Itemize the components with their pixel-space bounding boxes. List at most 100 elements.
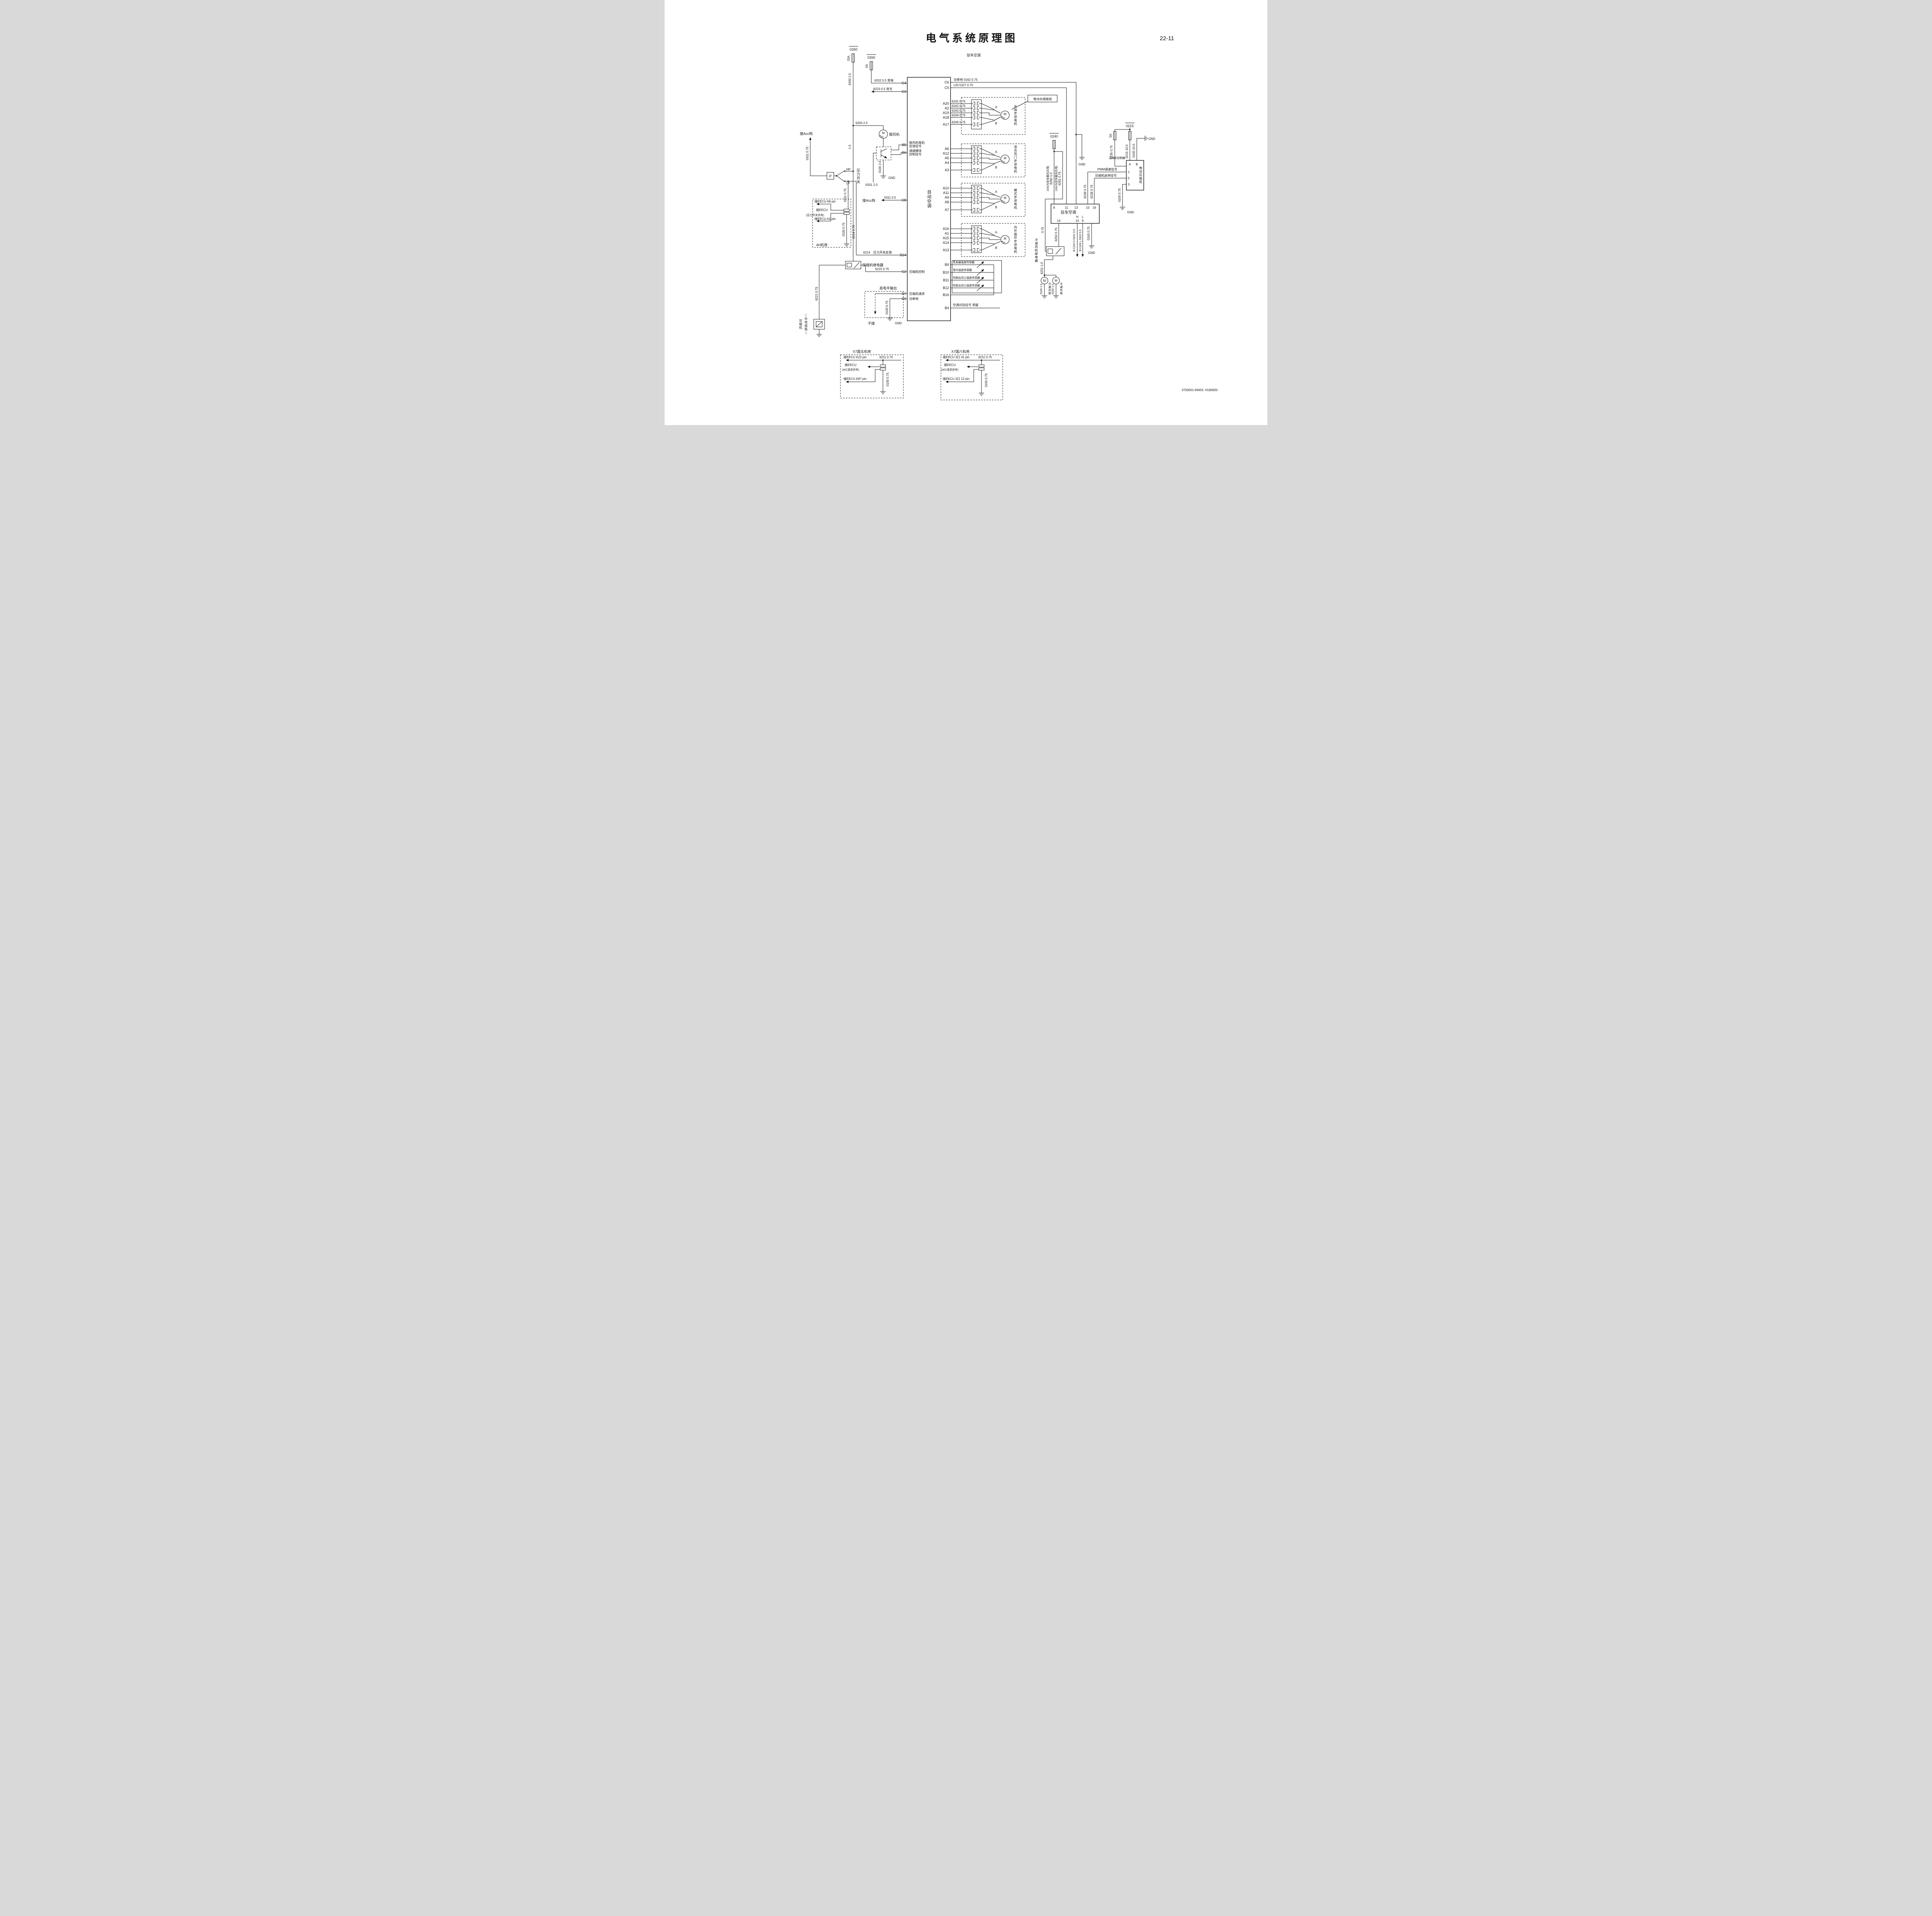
acc1-label: 接Acc档: [800, 131, 813, 136]
fan-relay-name: 冷凝风机继电器: [1035, 238, 1038, 263]
pin-a17: A17: [943, 123, 949, 126]
relay-symbol: [845, 261, 861, 269]
box-title: X7国六机用: [951, 349, 969, 354]
schematic-page: 电气系统原理图 22-11 驻车空调 3700001-94003. H19082…: [665, 0, 1267, 425]
wire-bcan-l: B-CAN L 5322 0.5: [1079, 230, 1082, 252]
wire-6241: 6241 0.75: [952, 100, 966, 103]
terminal-b: B: [995, 122, 997, 125]
label-l: L: [1082, 215, 1084, 219]
wire-0311-05: 0311 0.5: [884, 196, 896, 199]
connector-housing: [971, 99, 982, 129]
gnd-label: GND: [888, 176, 895, 180]
sig2: (A/C请求信号): [941, 368, 958, 371]
pressure-switch-circuit: 接Acc档 0311 0.75 P HP LP 压力开关 6211 0.75 6…: [800, 131, 907, 255]
not-connected-label: 不接: [868, 321, 875, 325]
wire-8223: 8223 0.5 背光: [873, 87, 892, 91]
fuse-0215-symbol: [1128, 131, 1131, 140]
label-h: H: [1076, 215, 1078, 219]
sig1: 接EECU: [944, 363, 956, 367]
connector-housing: [971, 145, 982, 174]
pressure-p: P: [829, 174, 832, 178]
ground-symbol: [1079, 155, 1085, 160]
wire-6261-note: 10A(与驻车暖风共用): [1054, 166, 1058, 191]
fuse2-ref: 0260: [867, 56, 875, 60]
auto-ac-name: 自动空调: [927, 190, 932, 208]
wire-6200-v: 6200 2.5: [848, 73, 852, 85]
motor-m: M: [1004, 112, 1007, 116]
wire-6260-note: 10A(与驻车暖风共用): [1046, 166, 1049, 191]
fan-m: M: [1055, 279, 1058, 282]
blower-circuit: 6200 2.5 M 鼓风机 0100 2.0 GND 6201 2.0: [852, 121, 907, 187]
eecu-a1-label: 接EECU A1 pin: [815, 217, 836, 221]
blower-m: M: [882, 131, 885, 135]
motor-m: M: [1004, 237, 1007, 240]
wire-6251: 6251 1.0: [1040, 262, 1044, 274]
wire-6243: 6243 0.75: [952, 109, 966, 112]
controller-label: 压缩机控制器: [1109, 156, 1125, 160]
pressure-switch-name: 压力开关: [856, 168, 860, 184]
ground-symbol: [978, 391, 985, 396]
compressor-controller-block: [1126, 160, 1144, 191]
pin-15: 15: [1086, 206, 1090, 209]
motor-symbol: [1000, 155, 1010, 164]
wire-6250: 6250 0.75: [1054, 228, 1058, 242]
pin-a: A: [1129, 163, 1131, 166]
pin-c5: C5: [944, 86, 949, 90]
box-4h-label: 4H机用: [816, 243, 828, 247]
motor-m: M: [1004, 157, 1007, 160]
b6-desc-1: 调速模块: [909, 149, 922, 153]
pin-a5: A5: [945, 156, 949, 160]
pin-5: 5: [1128, 177, 1130, 180]
pin-a7: A7: [945, 208, 949, 212]
fuse-5a-amp: 5A: [1109, 133, 1112, 137]
stepper-water-valve: 6241 0.75 6242 0.75 6243 0.75 6244 0.75 …: [951, 97, 1026, 135]
gnd-label: GND: [1148, 137, 1155, 141]
wire-0162: 功率地 0162 0.75: [954, 78, 978, 82]
wire-0100-blower: 0100 2.0: [878, 161, 882, 173]
acc2-label: 接Acc档: [862, 198, 875, 202]
wiring-diagram: 电气系统原理图 22-11 驻车空调 3700001-94003. H19082…: [799, 32, 1218, 400]
wire-6238: 6238 0.75: [1090, 185, 1094, 199]
fuse1-amp: 25A: [847, 55, 850, 61]
gnd-label: GND: [1088, 251, 1095, 255]
wire-6214-h: 6214: [863, 251, 870, 254]
connector-housing: [971, 225, 982, 253]
wire-6214-v: 6214 0.75: [852, 225, 855, 239]
box-4h: [812, 199, 851, 248]
stepper-name: 混合风门步进电机: [1014, 145, 1017, 173]
pin-8: 8: [1053, 206, 1055, 209]
pin-c6: C6: [944, 80, 949, 84]
wire-0100-c1: 0100 0.75: [885, 301, 889, 315]
fuse-0240-symbol: [1053, 140, 1056, 149]
wire-6215: 6215 0.75: [875, 267, 889, 271]
pin-10: 10: [1076, 219, 1079, 223]
stepper-name: 水阀步进电机: [1014, 104, 1017, 126]
pin-a15: A15: [943, 236, 949, 240]
sensor-face-outlet: 吹脸出风口温度传感器: [953, 284, 980, 287]
pin-c3: C3: [901, 90, 906, 94]
pwm-label: PWM调速信号: [1097, 167, 1117, 171]
pin-a14: A14: [943, 241, 949, 245]
terminal-a: A: [995, 231, 997, 234]
eecu-k22: 接EECU K22 pin: [844, 355, 867, 359]
fan-m: M: [1043, 279, 1046, 282]
ground-symbol: [880, 389, 886, 394]
page-number: 22-11: [1160, 35, 1174, 42]
eecu-connector: [978, 364, 985, 368]
ground-symbol: [887, 316, 893, 321]
sensor-cabin: 室内温度传感器: [953, 268, 972, 272]
b5-desc-2: 反馈信号: [909, 144, 922, 148]
pin-a1: A1: [945, 231, 949, 235]
connector-housing: [971, 185, 982, 213]
c2-desc: 压缩机控制: [909, 270, 925, 274]
fuse-0240-ref: 0240: [1050, 134, 1058, 138]
auto-ac-unit: 自动空调 C4 C3 B5 B6 C8 B14 C2 C7 C1 鼓风机电机 反…: [900, 77, 951, 321]
page-title: 电气系统原理图: [926, 32, 1018, 44]
pin-16: 16: [1093, 206, 1096, 209]
pin-a11: A11: [943, 191, 949, 195]
relay-name: 压缩机继电器: [862, 263, 883, 267]
parking-ac-block: [1051, 204, 1100, 224]
wire-6221: 6221 0.75: [815, 287, 818, 301]
sig2: (A/C请求信号): [842, 368, 859, 371]
gnd-label: GND: [895, 322, 902, 325]
